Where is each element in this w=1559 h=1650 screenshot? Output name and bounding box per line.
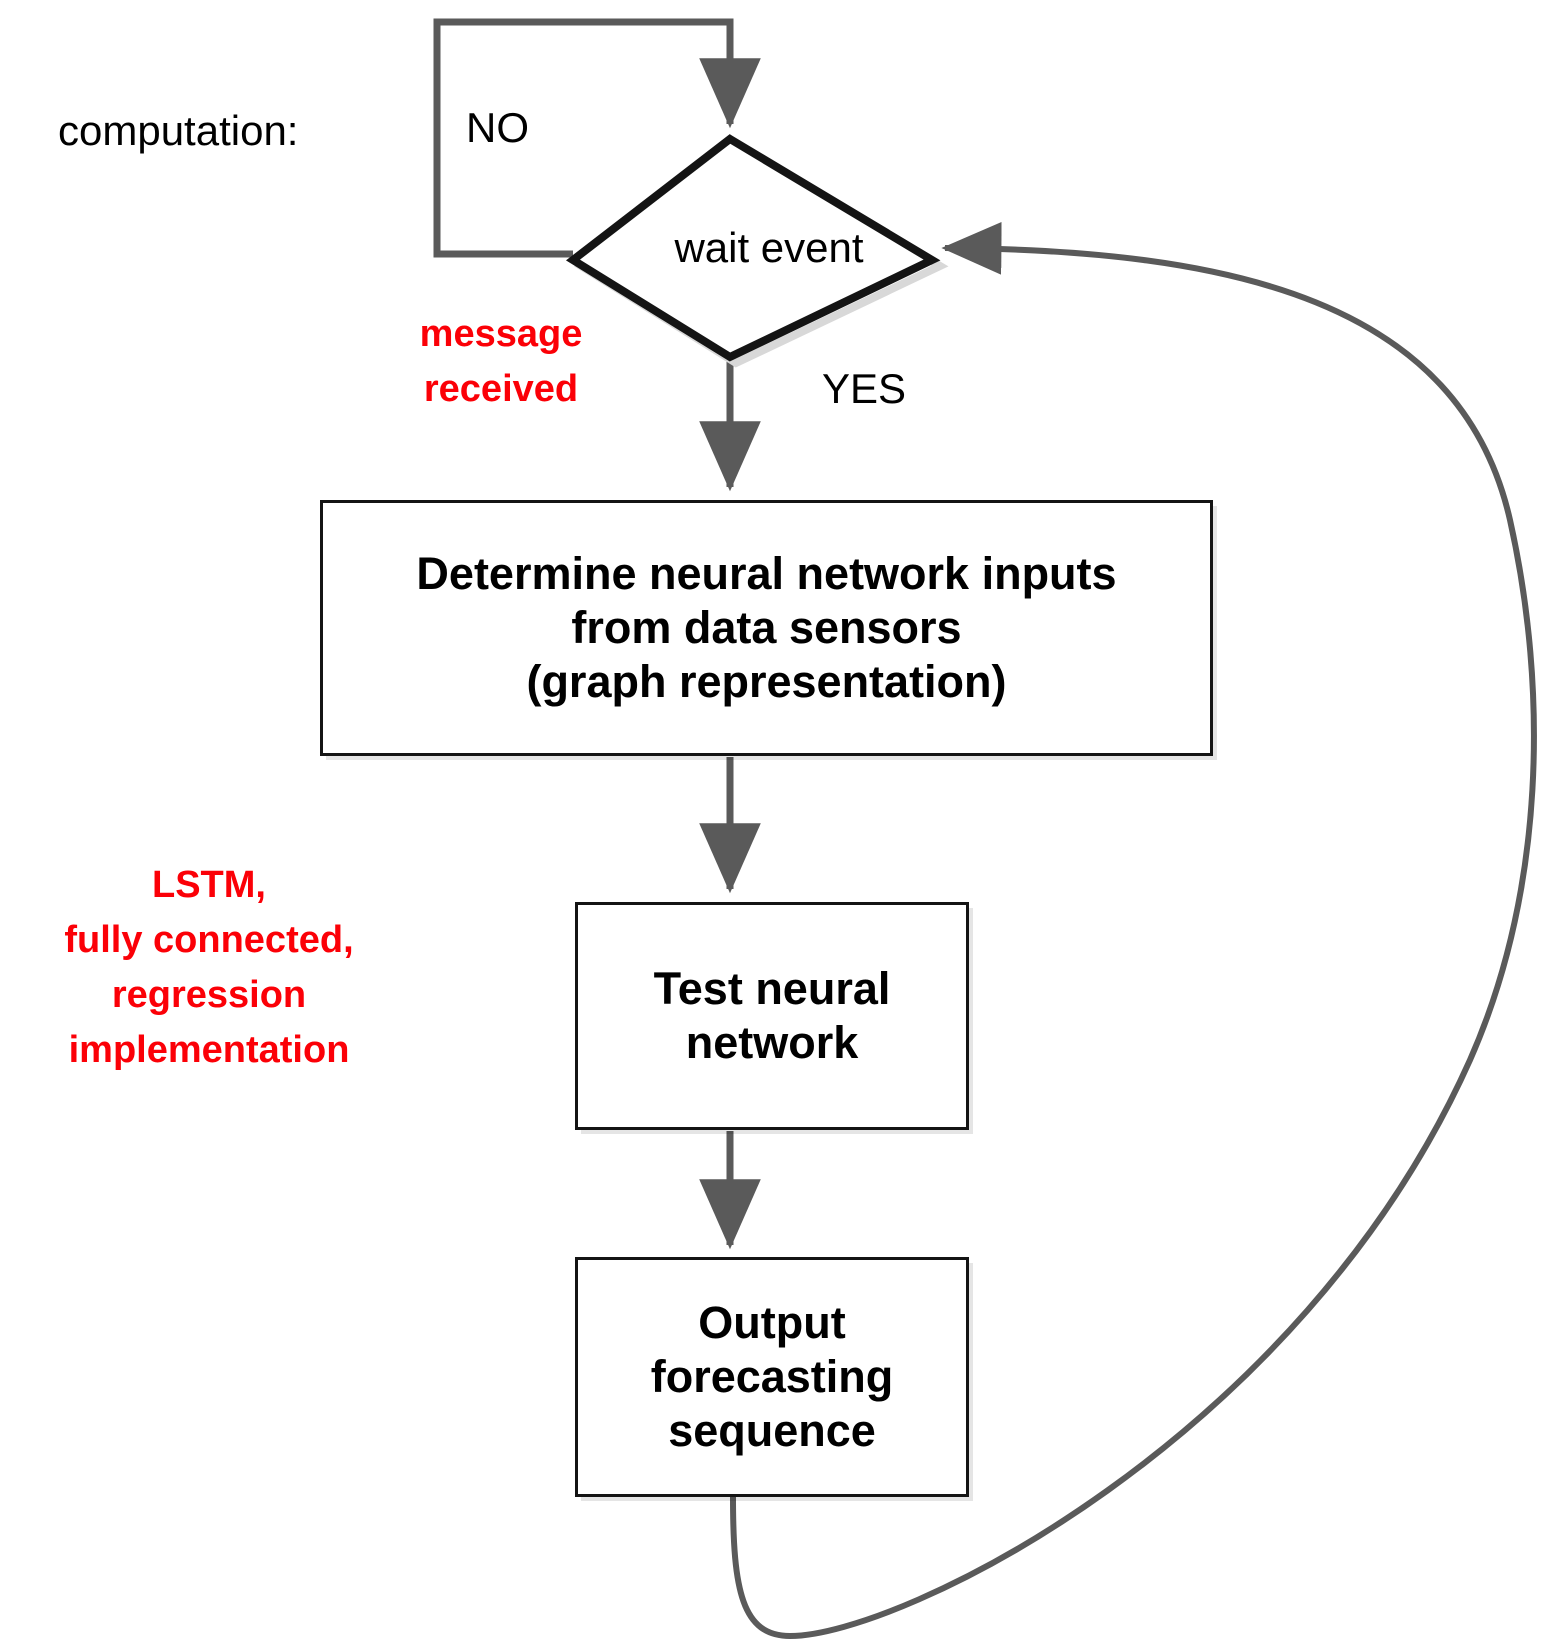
process-label-determine-inputs: Determine neural network inputs from dat… [416, 548, 1117, 707]
annotation-lstm-note: LSTM, fully connected, regression implem… [64, 864, 354, 1072]
decision-node-wait-event[interactable]: wait event [573, 139, 931, 357]
edge-label-no: NO [466, 104, 529, 151]
label-computation: computation: [58, 107, 299, 154]
process-label-test-network: Test neural network [653, 963, 891, 1068]
process-node-test-network[interactable]: Test neural network [575, 902, 969, 1130]
annotation-message-received: message received [419, 313, 583, 411]
edge-label-yes: YES [822, 365, 907, 412]
process-node-output-sequence[interactable]: Output forecasting sequence [575, 1257, 969, 1497]
process-label-output-sequence: Output forecasting sequence [650, 1297, 894, 1456]
decision-label: wait event [674, 224, 864, 271]
process-node-determine-inputs[interactable]: Determine neural network inputs from dat… [320, 500, 1213, 756]
